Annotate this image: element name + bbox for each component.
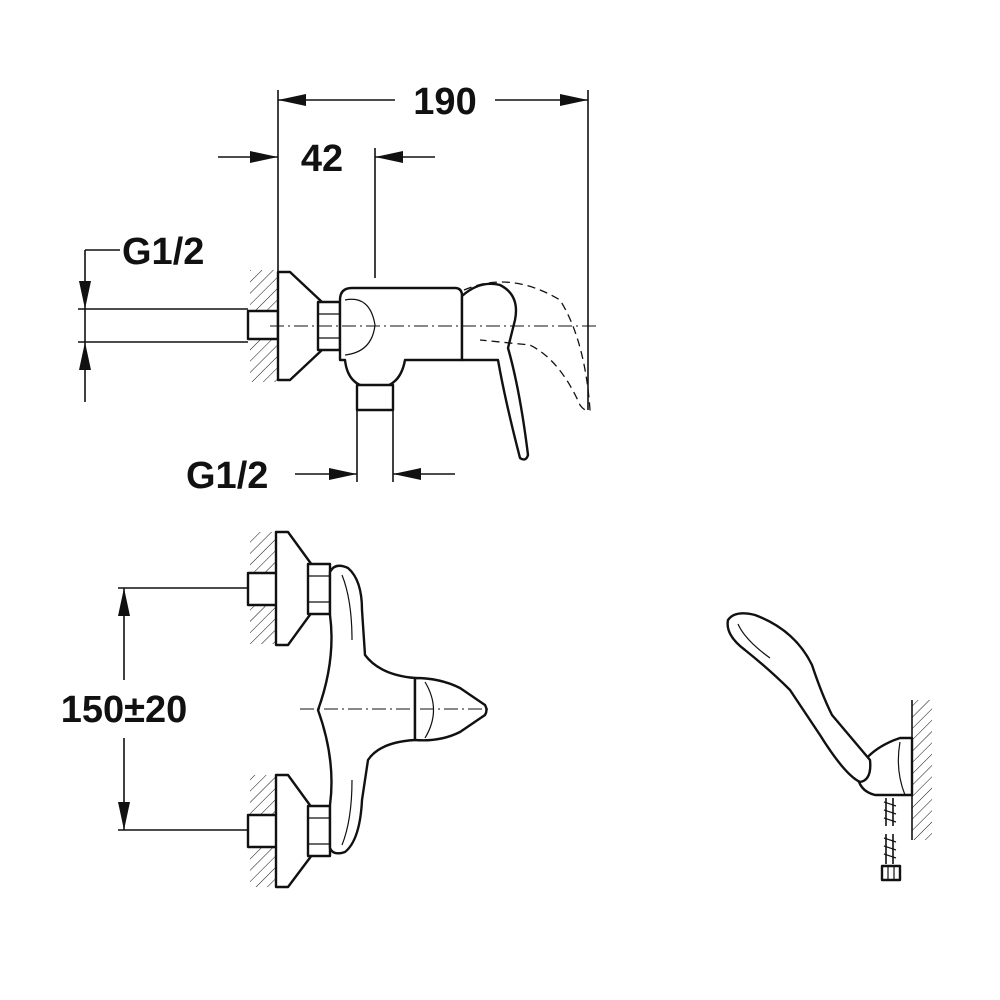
hose-nut bbox=[880, 864, 902, 882]
lever-alt-position bbox=[463, 281, 591, 412]
inlet-thread-label: G1/2 bbox=[122, 231, 204, 273]
overall-width-label: 190 bbox=[413, 81, 476, 123]
lever-handle bbox=[460, 282, 530, 461]
hand-shower bbox=[726, 612, 932, 882]
dim-outlet-offset: 42 bbox=[218, 138, 435, 278]
dim-inlet-spacing: 150±20 bbox=[61, 587, 248, 831]
outlet-thread-label: G1/2 bbox=[186, 455, 268, 497]
nut-lower bbox=[306, 804, 332, 858]
escutcheon-lower bbox=[274, 773, 314, 889]
shower-hose bbox=[885, 798, 894, 864]
front-view bbox=[246, 530, 490, 889]
escutcheon-upper bbox=[274, 530, 314, 647]
nut-upper bbox=[306, 562, 332, 616]
outlet-nipple bbox=[355, 383, 395, 412]
dim-outlet-thread: G1/2 bbox=[186, 410, 455, 497]
dim-overall-width: 190 bbox=[277, 81, 589, 410]
dim-inlet-thread: G1/2 bbox=[78, 231, 248, 402]
side-view bbox=[246, 270, 600, 461]
outlet-offset-label: 42 bbox=[301, 138, 343, 180]
mixer-body bbox=[338, 286, 464, 390]
inlet-spacing-label: 150±20 bbox=[61, 689, 188, 731]
shower-head bbox=[726, 612, 872, 784]
wall-hatch-shower bbox=[912, 700, 932, 840]
inlet-nipple bbox=[246, 309, 280, 341]
mixer-body-front bbox=[316, 564, 417, 855]
